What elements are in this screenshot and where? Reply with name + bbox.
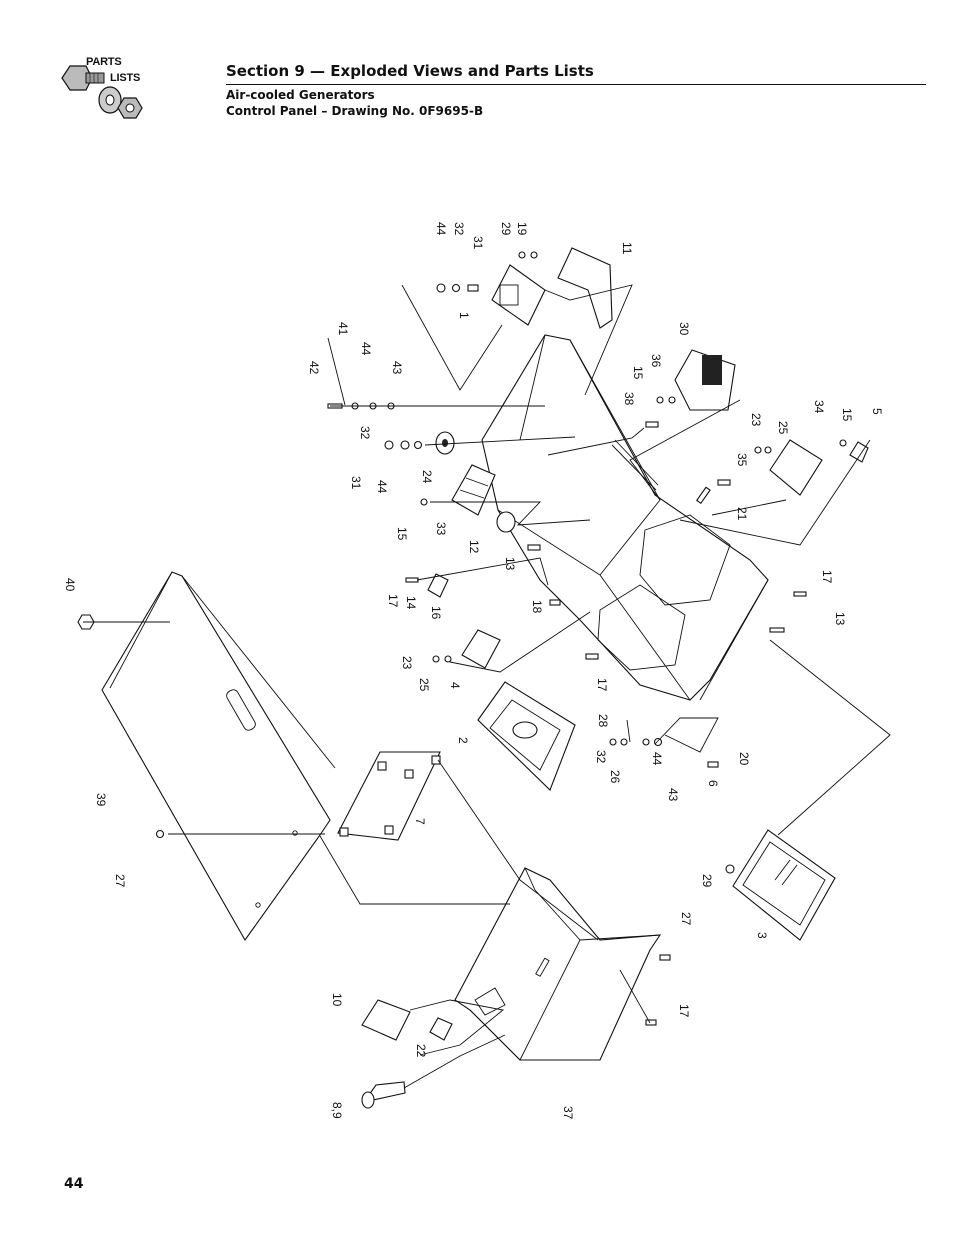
section-title: Section 9 — Exploded Views and Parts Lis… (226, 62, 594, 80)
callout-29: 29 (499, 222, 513, 236)
subtitle-line-1: Air-cooled Generators (226, 88, 375, 102)
header-rule (226, 84, 926, 85)
callout-28: 28 (596, 714, 610, 728)
callout-labels: 44 32 31 29 19 11 1 41 44 43 42 30 36 15… (63, 222, 884, 1120)
callout-44: 44 (375, 480, 389, 494)
callout-43: 43 (390, 361, 404, 375)
callout-32: 32 (594, 750, 608, 764)
callout-18: 18 (530, 600, 544, 614)
callout-15: 15 (631, 366, 645, 380)
callout-31: 31 (349, 476, 363, 490)
callout-12: 12 (467, 540, 481, 554)
callout-10: 10 (330, 993, 344, 1007)
cover-panel-39 (101, 571, 336, 942)
page-number: 44 (64, 1176, 84, 1192)
circuit-board-7 (337, 751, 441, 841)
connector-16 (427, 573, 449, 598)
bracket-11 (557, 247, 613, 329)
callout-17: 17 (386, 594, 400, 608)
bracket-5 (849, 441, 869, 463)
callout-23: 23 (400, 656, 414, 670)
relay-1 (491, 264, 546, 326)
callout-42: 42 (307, 361, 321, 375)
callout-8-9: 8,9 (330, 1102, 344, 1119)
callout-16: 16 (429, 606, 443, 620)
callout-22: 22 (414, 1044, 428, 1058)
callout-24: 24 (420, 470, 434, 484)
callout-23: 23 (749, 413, 763, 427)
callout-21: 21 (735, 507, 749, 521)
lower-chassis-37 (454, 867, 662, 1061)
callout-7: 7 (413, 818, 427, 825)
callout-11: 11 (620, 242, 634, 255)
controller-module-2 (477, 681, 576, 791)
callout-34: 34 (812, 400, 826, 414)
callout-36: 36 (649, 354, 663, 368)
callout-30: 30 (677, 322, 691, 336)
callout-13: 13 (503, 557, 517, 571)
callout-27: 27 (113, 874, 127, 888)
switch-10 (361, 999, 411, 1041)
callout-26: 26 (608, 770, 622, 784)
callout-17: 17 (820, 570, 834, 584)
fuse-holder-89 (361, 1081, 406, 1109)
callout-33: 33 (434, 522, 448, 536)
relay-4 (461, 629, 501, 669)
callout-25: 25 (776, 421, 790, 435)
controller-module-3 (732, 829, 836, 941)
callout-32: 32 (452, 222, 466, 236)
callout-17: 17 (595, 678, 609, 692)
callout-15: 15 (840, 408, 854, 422)
callout-2: 2 (456, 737, 470, 744)
switch-22 (429, 1017, 453, 1041)
callout-29: 29 (700, 874, 714, 888)
callout-31: 31 (471, 236, 485, 250)
callout-43: 43 (666, 788, 680, 802)
terminal-block-33 (451, 464, 496, 516)
callout-39: 39 (94, 793, 108, 807)
fuse-holder-24 (435, 431, 455, 455)
component-34 (769, 439, 823, 496)
callout-13: 13 (833, 612, 847, 626)
callout-15: 15 (395, 527, 409, 541)
callout-41: 41 (336, 322, 350, 336)
callout-17: 17 (677, 1004, 691, 1018)
callout-44: 44 (359, 342, 373, 356)
callout-38: 38 (622, 392, 636, 406)
callout-14: 14 (404, 596, 418, 610)
callout-44: 44 (434, 222, 448, 236)
callout-37: 37 (561, 1106, 575, 1120)
grommet-12 (496, 511, 516, 533)
callout-1: 1 (457, 312, 471, 319)
logo-word-lists: LISTS (110, 72, 141, 84)
callout-4: 4 (448, 682, 462, 689)
callout-44: 44 (650, 752, 664, 766)
callout-19: 19 (515, 222, 529, 236)
callout-32: 32 (358, 426, 372, 440)
callout-3: 3 (755, 932, 769, 939)
hardware (155, 251, 847, 1026)
callout-5: 5 (870, 408, 884, 415)
parts-lists-logo: PARTS LISTS (58, 56, 158, 126)
section-header: Section 9 — Exploded Views and Parts Lis… (226, 62, 926, 80)
callout-6: 6 (706, 780, 720, 787)
callout-27: 27 (679, 912, 693, 926)
transformer-30 (674, 349, 736, 411)
callout-25: 25 (417, 678, 431, 692)
callout-20: 20 (737, 752, 751, 766)
subtitle-line-2: Control Panel – Drawing No. 0F9695-B (226, 104, 484, 118)
nut-bolt-washer-icon (61, 65, 143, 119)
logo-word-parts: PARTS (86, 56, 122, 68)
callout-35: 35 (735, 453, 749, 467)
control-panel-chassis (481, 334, 769, 701)
callout-40: 40 (63, 578, 77, 592)
leader-lines (83, 284, 891, 1089)
